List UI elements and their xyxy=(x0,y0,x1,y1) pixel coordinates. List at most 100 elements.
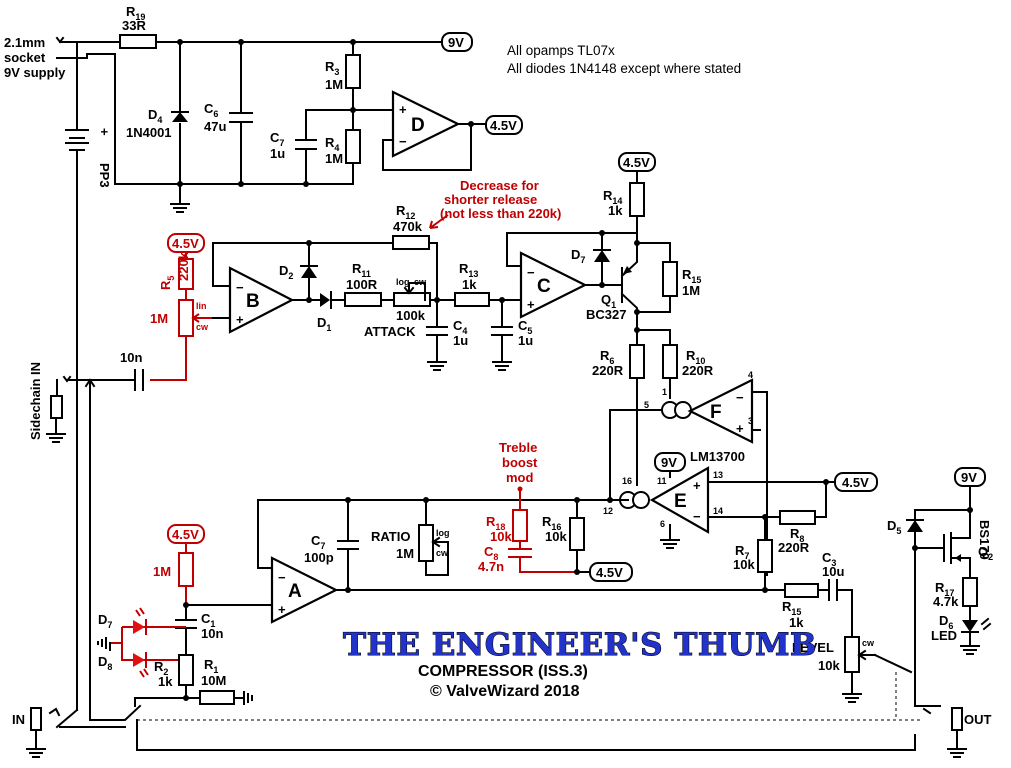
r15-out-resistor xyxy=(784,583,819,598)
ota-f-pin3: 3 xyxy=(748,416,753,426)
r-bias-value: 1M xyxy=(153,564,171,579)
ota-e-diode-2 xyxy=(632,491,650,509)
opamp-b-label: B xyxy=(246,291,260,312)
r1-resistor xyxy=(199,690,235,705)
r6-resistor xyxy=(629,344,645,379)
r8-resistor xyxy=(779,510,816,525)
led-ground-icon xyxy=(97,637,107,649)
ota-e-pin12: 12 xyxy=(603,506,613,516)
ota-f-pin1: 1 xyxy=(662,387,667,397)
opamp-a-label: A xyxy=(288,581,302,602)
d4-diode-icon xyxy=(172,112,188,122)
ota-f-pin5: 5 xyxy=(644,400,649,410)
c7-top-value: 1u xyxy=(270,146,285,161)
c8-value: 4.7n xyxy=(478,559,504,574)
power-supply-section: 2.1mm socket 9V supply R19 33R 9V D4 1N4… xyxy=(4,4,523,711)
ratio-pot xyxy=(418,524,434,562)
socket-label-2: socket xyxy=(4,50,46,65)
rail-45v-label-a: 4.5V xyxy=(172,527,199,542)
c3-ref: C3 xyxy=(822,550,836,568)
treble-note-2: boost xyxy=(502,455,538,470)
d7-top-ref: D7 xyxy=(571,247,585,265)
d4-value: 1N4001 xyxy=(126,125,172,140)
r10-resistor xyxy=(662,344,678,379)
d1-diode-icon xyxy=(320,293,330,307)
d7-led-ref: D7 xyxy=(98,612,112,630)
in-label: IN xyxy=(12,712,25,727)
c5-ref: C5 xyxy=(518,318,532,336)
r11-resistor xyxy=(344,292,382,307)
sidechain-pot-value: 1M xyxy=(150,311,168,326)
svg-text:−: − xyxy=(527,265,535,280)
r5-resistor xyxy=(178,258,194,290)
c10n-value: 10n xyxy=(120,350,142,365)
ota-f-label: F xyxy=(710,402,722,423)
sidechain-in-label: Sidechain IN xyxy=(28,362,43,440)
release-note-2: shorter release xyxy=(444,192,537,207)
r1-value: 10M xyxy=(201,673,226,688)
opamp-c-label: C xyxy=(537,276,551,297)
r6-ref: R6 xyxy=(600,348,614,366)
svg-text:+: + xyxy=(736,421,744,436)
d8-led-ref: D8 xyxy=(98,654,112,672)
attack-dir: cw xyxy=(414,277,427,287)
r1-ref: R1 xyxy=(204,657,218,675)
q2-ref: Q2 xyxy=(978,544,993,562)
r15-top-ref: R15 xyxy=(682,267,701,285)
out-label: OUT xyxy=(964,712,992,727)
rail-9v-label-led: 9V xyxy=(961,470,977,485)
ratio-dir: cw xyxy=(436,548,449,558)
r-bias-resistor xyxy=(178,552,194,587)
rail-45v-pill-r16 xyxy=(589,562,633,582)
r15-top-resistor xyxy=(662,261,678,297)
r5-ref: R5 xyxy=(158,276,176,290)
d1-ref: D1 xyxy=(317,315,331,333)
r6-value: 220R xyxy=(592,363,624,378)
rail-45v-label-d: 4.5V xyxy=(490,118,517,133)
ota-e-pin6: 6 xyxy=(660,519,665,529)
c4-ref: C4 xyxy=(453,318,467,336)
r13-ref: R13 xyxy=(459,261,478,279)
io-section: Sidechain IN 10n IN OUT xyxy=(12,350,992,758)
r19-ref: R19 xyxy=(126,4,145,22)
r5-value: 220k xyxy=(176,251,191,281)
r11-value: 100R xyxy=(346,277,378,292)
svg-text:−: − xyxy=(693,509,701,524)
note-opamps: All opamps TL07x xyxy=(507,43,615,58)
d2-diode-icon xyxy=(301,266,317,278)
release-arrow-icon xyxy=(429,214,449,229)
ota-f-pin4: 4 xyxy=(748,370,753,380)
q1-value: BC327 xyxy=(586,307,626,322)
r12-ref: R12 xyxy=(396,203,415,221)
level-dir: cw xyxy=(862,638,875,648)
c3-value: 10u xyxy=(822,564,844,579)
level-value: 10k xyxy=(818,658,840,673)
r12-resistor xyxy=(392,235,430,250)
r3-resistor xyxy=(345,54,361,89)
d5-ref: D5 xyxy=(887,518,901,536)
ota-part-label: LM13700 xyxy=(690,449,745,464)
r15-out-ref: R15 xyxy=(782,599,801,617)
r15-out-value: 1k xyxy=(789,615,804,630)
q1-ref: Q1 xyxy=(601,292,616,310)
r3-value: 1M xyxy=(325,77,343,92)
rail-45v-pill-d xyxy=(485,115,523,135)
svg-text:+: + xyxy=(527,297,535,312)
sidechain-jack-icon xyxy=(50,395,63,419)
c6-ref: C6 xyxy=(204,101,218,119)
attack-taper: log xyxy=(396,277,410,287)
opamp-b xyxy=(228,266,295,334)
note-diodes: All diodes 1N4148 except where stated xyxy=(507,61,741,76)
ratio-value: 1M xyxy=(396,546,414,561)
r2-resistor xyxy=(178,654,194,686)
r12-value: 470k xyxy=(393,219,423,234)
r16-ref: R16 xyxy=(542,514,561,532)
sidechain-pot xyxy=(178,299,194,337)
rail-45v-pill-e xyxy=(834,472,878,492)
opamp-d-label: D xyxy=(411,115,425,136)
rail-45v-label-r16: 4.5V xyxy=(596,565,623,580)
schematic-copyright: © ValveWizard 2018 xyxy=(430,683,580,700)
r7-ref: R7 xyxy=(735,543,749,561)
svg-text:+: + xyxy=(693,478,701,493)
ratio-label: RATIO xyxy=(371,529,410,544)
